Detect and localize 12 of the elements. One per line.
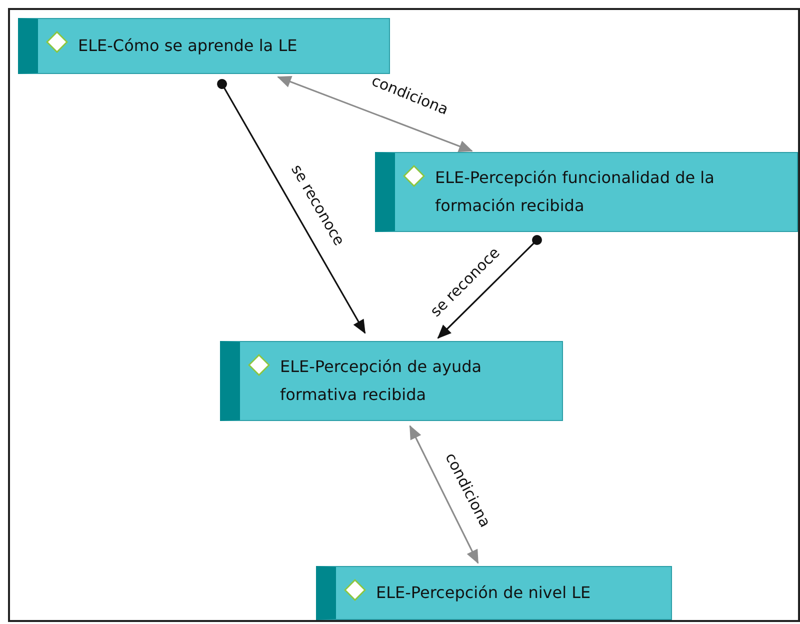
arrow <box>217 79 366 334</box>
concept-label: ELE-Percepción de ayuda formativa recibida <box>280 356 483 406</box>
concept-box <box>18 18 390 74</box>
concept-box <box>316 566 672 620</box>
arrow <box>277 76 473 152</box>
arrow <box>409 425 479 564</box>
concept-label: ELE-Percepción de nivel LE <box>376 582 591 604</box>
concept-box <box>375 152 798 232</box>
arrow <box>437 235 542 339</box>
concept-label: ELE-Cómo se aprende la LE <box>78 35 298 57</box>
concept-box <box>220 341 563 421</box>
concept-label: ELE-Percepción funcionalidad de la formación recibida <box>435 167 716 217</box>
